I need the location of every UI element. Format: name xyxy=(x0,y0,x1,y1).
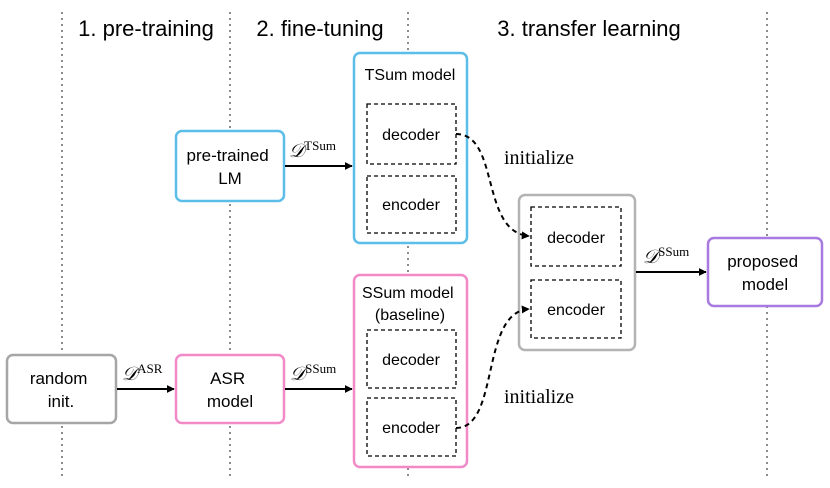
pretrained-lm-label-line2: LM xyxy=(218,169,242,188)
stage-header-finetuning: 2. fine-tuning xyxy=(256,16,383,41)
random-init-label-line1: random xyxy=(30,369,88,388)
annotation-initialize-bottom: initialize xyxy=(504,386,574,408)
edge-label-tsum: 𝒟TSum xyxy=(289,138,336,162)
stage-header-transfer-learning: 3. transfer learning xyxy=(497,16,680,41)
svg-text:pre-trained LM: pre-trained LM xyxy=(187,146,274,188)
svg-text:proposed model: proposed model xyxy=(727,252,803,294)
svg-text:SSum model (baseline): SSum model (baseline) xyxy=(362,285,458,324)
edge-label-asr-symbol: 𝒟 xyxy=(122,364,141,385)
asr-model-box xyxy=(174,353,286,425)
node-pretrained-lm: pre-trained LM xyxy=(174,129,286,203)
transfer-encoder-box xyxy=(530,279,622,339)
edge-label-ssum-2-symbol: 𝒟 xyxy=(643,247,662,268)
transfer-decoder-box xyxy=(530,206,622,267)
ssum-encoder-label: encoder xyxy=(382,420,440,437)
edge-label-ssum-1-symbol: 𝒟 xyxy=(290,364,309,385)
tsum-model-title: TSum model xyxy=(365,67,456,84)
pretrained-lm-label-line1: pre-trained xyxy=(187,146,269,165)
edge-label-ssum-1-sup: SSum xyxy=(305,361,336,376)
edge-label-tsum-symbol: 𝒟 xyxy=(289,141,308,162)
solid-arrows xyxy=(117,162,707,393)
proposed-model-box xyxy=(706,236,824,308)
random-init-box xyxy=(5,353,118,425)
edge-label-tsum-sup: TSum xyxy=(304,138,336,153)
edge-label-ssum-1: 𝒟SSum xyxy=(290,361,336,385)
pretrained-lm-box xyxy=(174,129,286,203)
arrow-init-decoder xyxy=(455,133,530,240)
node-ssum-model: SSum model (baseline) decoder encoder xyxy=(352,273,469,469)
tsum-decoder-label: decoder xyxy=(382,127,440,144)
node-asr-model: ASR model xyxy=(174,353,286,425)
edge-label-asr: 𝒟ASR xyxy=(122,361,163,385)
node-transfer-model: decoder encoder xyxy=(517,193,637,352)
asr-model-label-line2: model xyxy=(207,392,253,411)
node-random-init: random init. xyxy=(5,353,118,425)
edge-label-ssum-2: 𝒟SSum xyxy=(643,244,689,268)
ssum-decoder-box xyxy=(366,329,457,389)
asr-model-label-line1: ASR xyxy=(210,369,245,388)
random-init-label-line2: init. xyxy=(48,392,74,411)
ssum-model-title-line1: SSum model xyxy=(362,285,454,302)
ssum-encoder-box xyxy=(366,397,457,457)
transfer-decoder-label: decoder xyxy=(547,230,605,247)
node-tsum-model: TSum model decoder encoder xyxy=(352,51,469,245)
tsum-encoder-box xyxy=(366,175,457,234)
init-arrows xyxy=(455,133,530,429)
edge-label-asr-sup: ASR xyxy=(137,361,163,376)
ssum-decoder-label: decoder xyxy=(382,352,440,369)
arrow-init-encoder xyxy=(455,305,530,429)
svg-text:random init.: random init. xyxy=(30,369,92,411)
tsum-encoder-label: encoder xyxy=(382,197,440,214)
stage-headers: 1. pre-training 2. fine-tuning 3. transf… xyxy=(78,16,681,41)
stage-header-pretraining: 1. pre-training xyxy=(78,16,214,41)
proposed-model-label-line1: proposed xyxy=(727,252,798,271)
node-proposed-model: proposed model xyxy=(706,236,824,308)
ssum-model-title-line2: (baseline) xyxy=(375,307,445,324)
annotation-initialize-top: initialize xyxy=(504,147,574,169)
svg-text:ASR model: ASR model xyxy=(207,369,253,411)
edge-label-ssum-2-sup: SSum xyxy=(658,244,689,259)
proposed-model-label-line2: model xyxy=(742,275,788,294)
transfer-encoder-label: encoder xyxy=(547,302,605,319)
tsum-decoder-box xyxy=(366,103,457,165)
